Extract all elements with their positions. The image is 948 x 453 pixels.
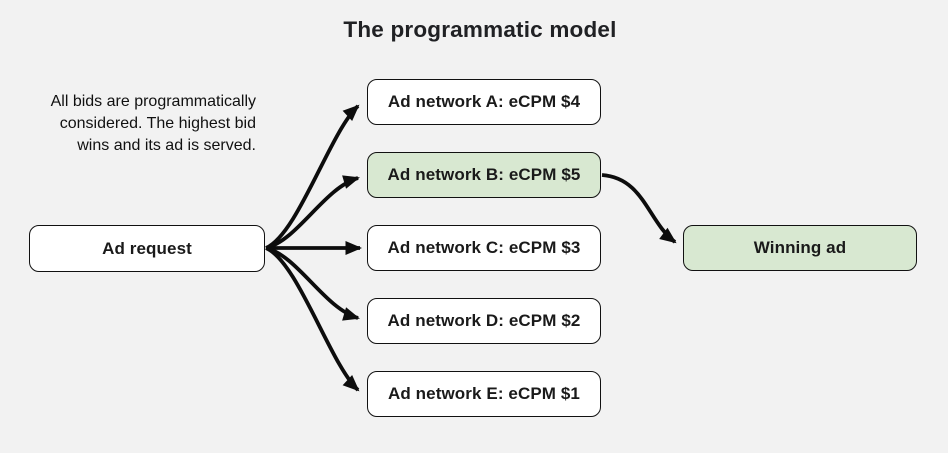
node-winning-ad: Winning ad — [683, 225, 917, 271]
node-network-d: Ad network D: eCPM $2 — [367, 298, 601, 344]
node-network-b-label: Ad network B: eCPM $5 — [387, 165, 581, 184]
node-ad-request: Ad request — [29, 225, 265, 272]
annotation-line-2: considered. The highest bid — [59, 115, 256, 132]
node-winning-ad-label: Winning ad — [753, 238, 847, 257]
arrow-ad-request-to-network-b — [265, 175, 360, 250]
node-network-e: Ad network E: eCPM $1 — [367, 371, 601, 417]
node-network-a: Ad network A: eCPM $4 — [367, 79, 601, 125]
node-ad-request-label: Ad request — [102, 238, 192, 258]
node-network-c-label: Ad network C: eCPM $3 — [387, 238, 581, 257]
arrow-ad-request-to-network-d — [265, 246, 360, 321]
node-network-a-label: Ad network A: eCPM $4 — [387, 92, 581, 111]
node-network-b: Ad network B: eCPM $5 — [367, 152, 601, 198]
annotation-line-3: wins and its ad is served. — [77, 137, 256, 154]
node-network-c: Ad network C: eCPM $3 — [367, 225, 601, 271]
arrow-ad-request-to-network-a — [265, 104, 360, 250]
annotation-text: All bids are programmatically considered… — [0, 91, 256, 157]
annotation-line-1: All bids are programmatically — [50, 93, 256, 110]
arrow-network-b-to-winning-ad — [601, 173, 677, 244]
arrow-ad-request-to-network-e — [265, 246, 360, 392]
node-network-d-label: Ad network D: eCPM $2 — [387, 311, 581, 330]
node-network-e-label: Ad network E: eCPM $1 — [388, 384, 580, 403]
diagram-title: The programmatic model — [343, 17, 617, 42]
